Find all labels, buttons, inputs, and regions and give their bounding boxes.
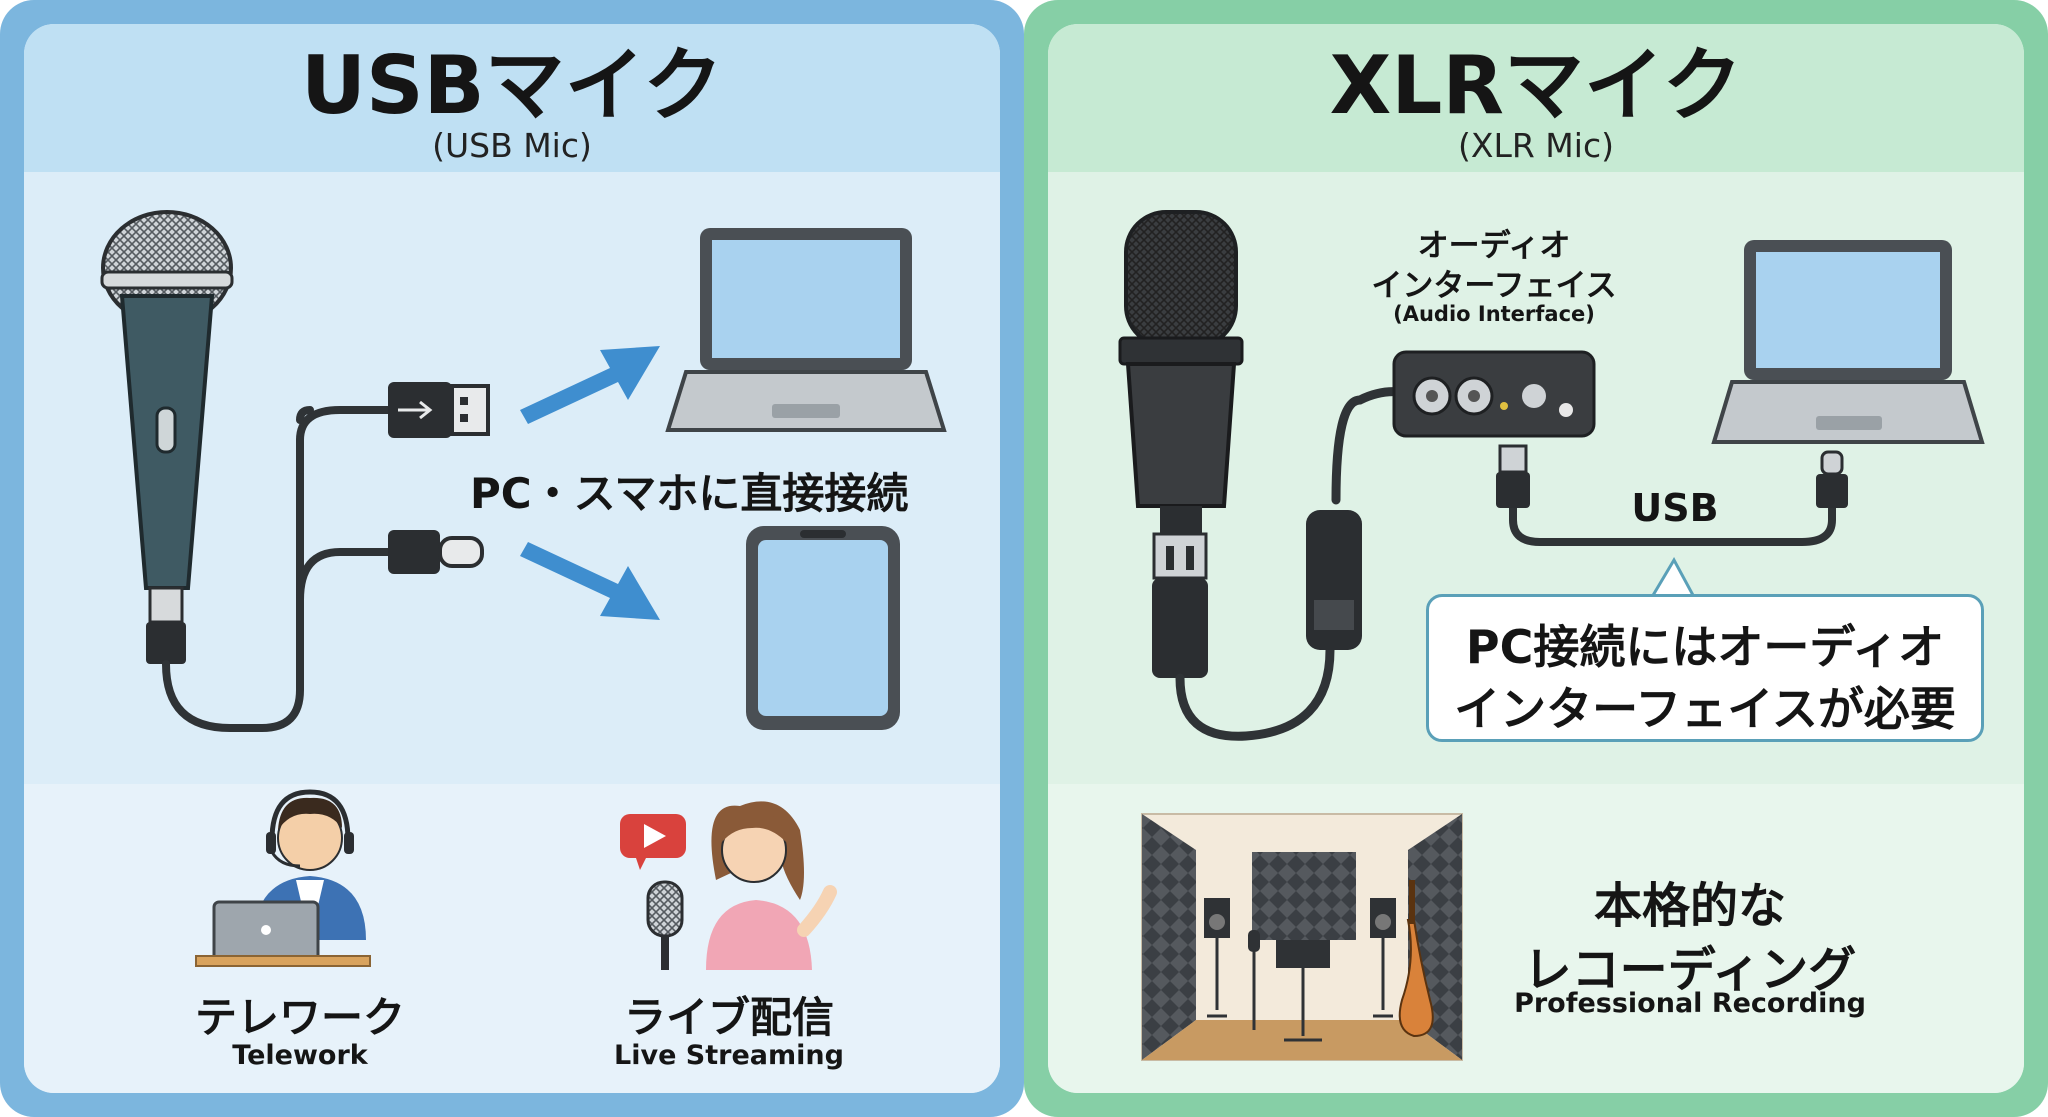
- usb-a-connector-icon: [388, 382, 490, 438]
- xlr-connector-icon: [1306, 510, 1362, 650]
- usb-c-connector-icon: [296, 530, 484, 601]
- usb-header: USBマイク (USB Mic): [24, 24, 1000, 172]
- xlr-header: XLRマイク (XLR Mic): [1048, 24, 2024, 172]
- live-streaming-label-en: Live Streaming: [614, 1040, 844, 1071]
- usb-uses-band: [24, 784, 1000, 1093]
- interface-label-line2: インターフェイス: [1371, 268, 1617, 304]
- xlr-title: XLRマイク: [1329, 39, 1743, 132]
- arrow-to-laptop-icon: [520, 346, 660, 424]
- arrow-to-smartphone-icon: [520, 542, 660, 620]
- recording-label-line1: 本格的な: [1593, 878, 1786, 934]
- recording-studio-icon: [1141, 813, 1463, 1061]
- usb-smartphone-icon: [746, 526, 900, 730]
- live-streaming-person-icon: [620, 801, 837, 970]
- live-streaming-label: ライブ配信: [623, 993, 834, 1042]
- usb-cable-to-pc: [1496, 444, 1848, 546]
- usb-connection-label: PC・スマホに直接接続: [470, 469, 909, 518]
- recording-label-line2: レコーディング: [1523, 942, 1857, 998]
- interface-label-en: (Audio Interface): [1393, 302, 1595, 326]
- xlr-cable: [1175, 387, 1405, 741]
- xlr-subtitle: (XLR Mic): [1458, 126, 1614, 165]
- usb-microphone-icon: [100, 210, 234, 664]
- recording-label-en: Professional Recording: [1514, 988, 1866, 1019]
- telework-label: テレワーク: [194, 993, 405, 1042]
- interface-required-callout: PC接続にはオーディオ インターフェイスが必要: [1426, 594, 1984, 742]
- telework-person-icon: [195, 789, 371, 967]
- usb-cable-label: USB: [1631, 486, 1719, 530]
- usb-title: USBマイク: [301, 39, 723, 132]
- usb-subtitle: (USB Mic): [432, 126, 592, 165]
- xlr-microphone-icon: [1118, 210, 1244, 678]
- interface-label-line1: オーディオ: [1417, 228, 1571, 264]
- xlr-laptop-icon: [1711, 240, 1985, 444]
- callout-line1: PC接続にはオーディオ: [1465, 620, 1945, 674]
- usb-laptop-icon: [665, 228, 947, 432]
- callout-line2: インターフェイスが必要: [1454, 682, 1956, 736]
- audio-interface-icon: [1392, 350, 1596, 438]
- telework-label-en: Telework: [232, 1040, 368, 1071]
